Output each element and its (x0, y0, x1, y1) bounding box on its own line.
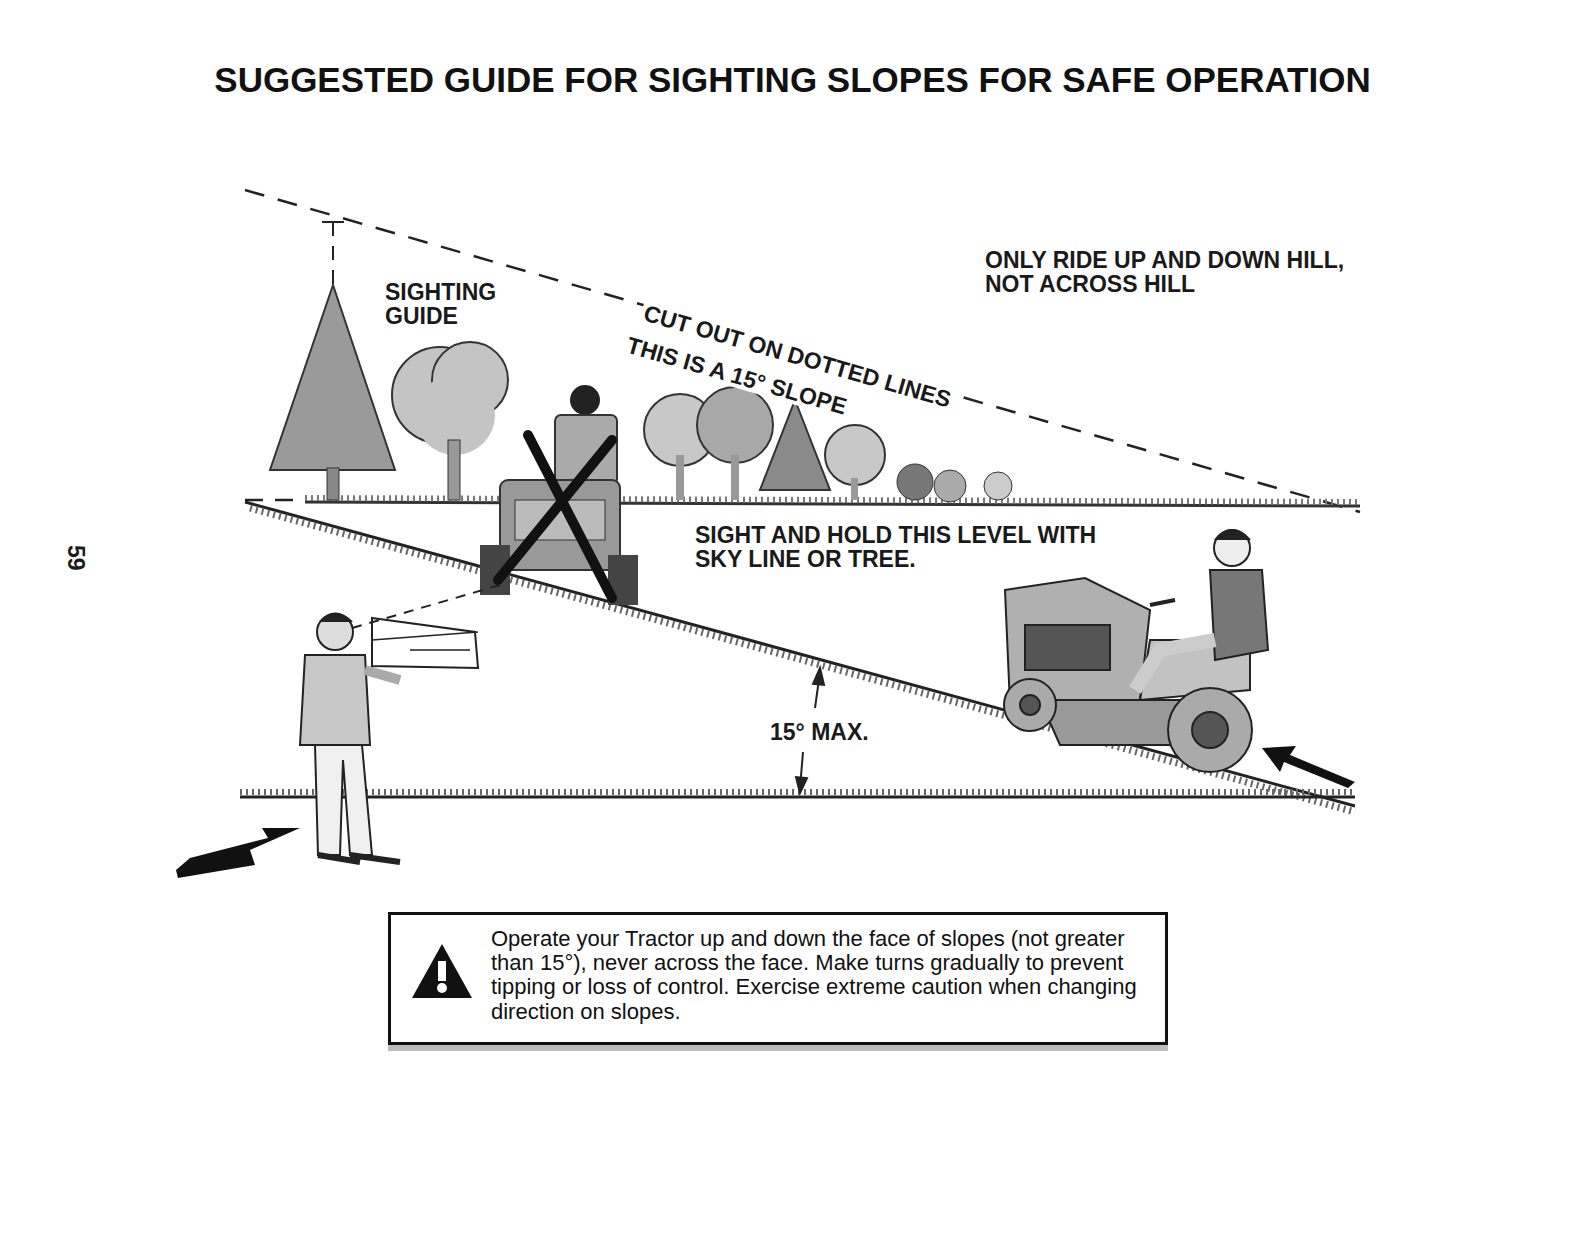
sight-note: SIGHT AND HOLD THIS LEVEL WITH SKY LINE … (695, 523, 1135, 571)
dotted-cut-line (245, 190, 1360, 512)
direction-arrow (176, 828, 300, 878)
horizon-line (305, 502, 1360, 506)
ride-note: ONLY RIDE UP AND DOWN HILL, NOT ACROSS H… (985, 248, 1385, 296)
sighting-guide-label: SIGHTING GUIDE (385, 280, 525, 328)
tree-top-mark (322, 221, 344, 223)
crossed-tractor (480, 385, 638, 605)
ground-grass (240, 789, 1355, 795)
warning-box: Operate your Tractor up and down the fac… (388, 912, 1168, 1045)
direction-arrow (1262, 746, 1355, 788)
page-title: SUGGESTED GUIDE FOR SIGHTING SLOPES FOR … (0, 62, 1585, 99)
hill-surface (245, 502, 1355, 806)
horizon-grass (305, 498, 1360, 502)
hill-grass (250, 508, 1355, 812)
page-number: 59 (64, 545, 88, 571)
horizon-dash (245, 499, 305, 502)
person-sighting (300, 585, 500, 862)
angle-label: 15° MAX. (767, 720, 913, 744)
ground-line (240, 796, 1355, 799)
tractor-on-slope (1004, 530, 1268, 772)
warning-text: Operate your Tractor up and down the fac… (491, 915, 1151, 1024)
trees (270, 285, 1012, 502)
warning-icon (409, 941, 475, 1001)
